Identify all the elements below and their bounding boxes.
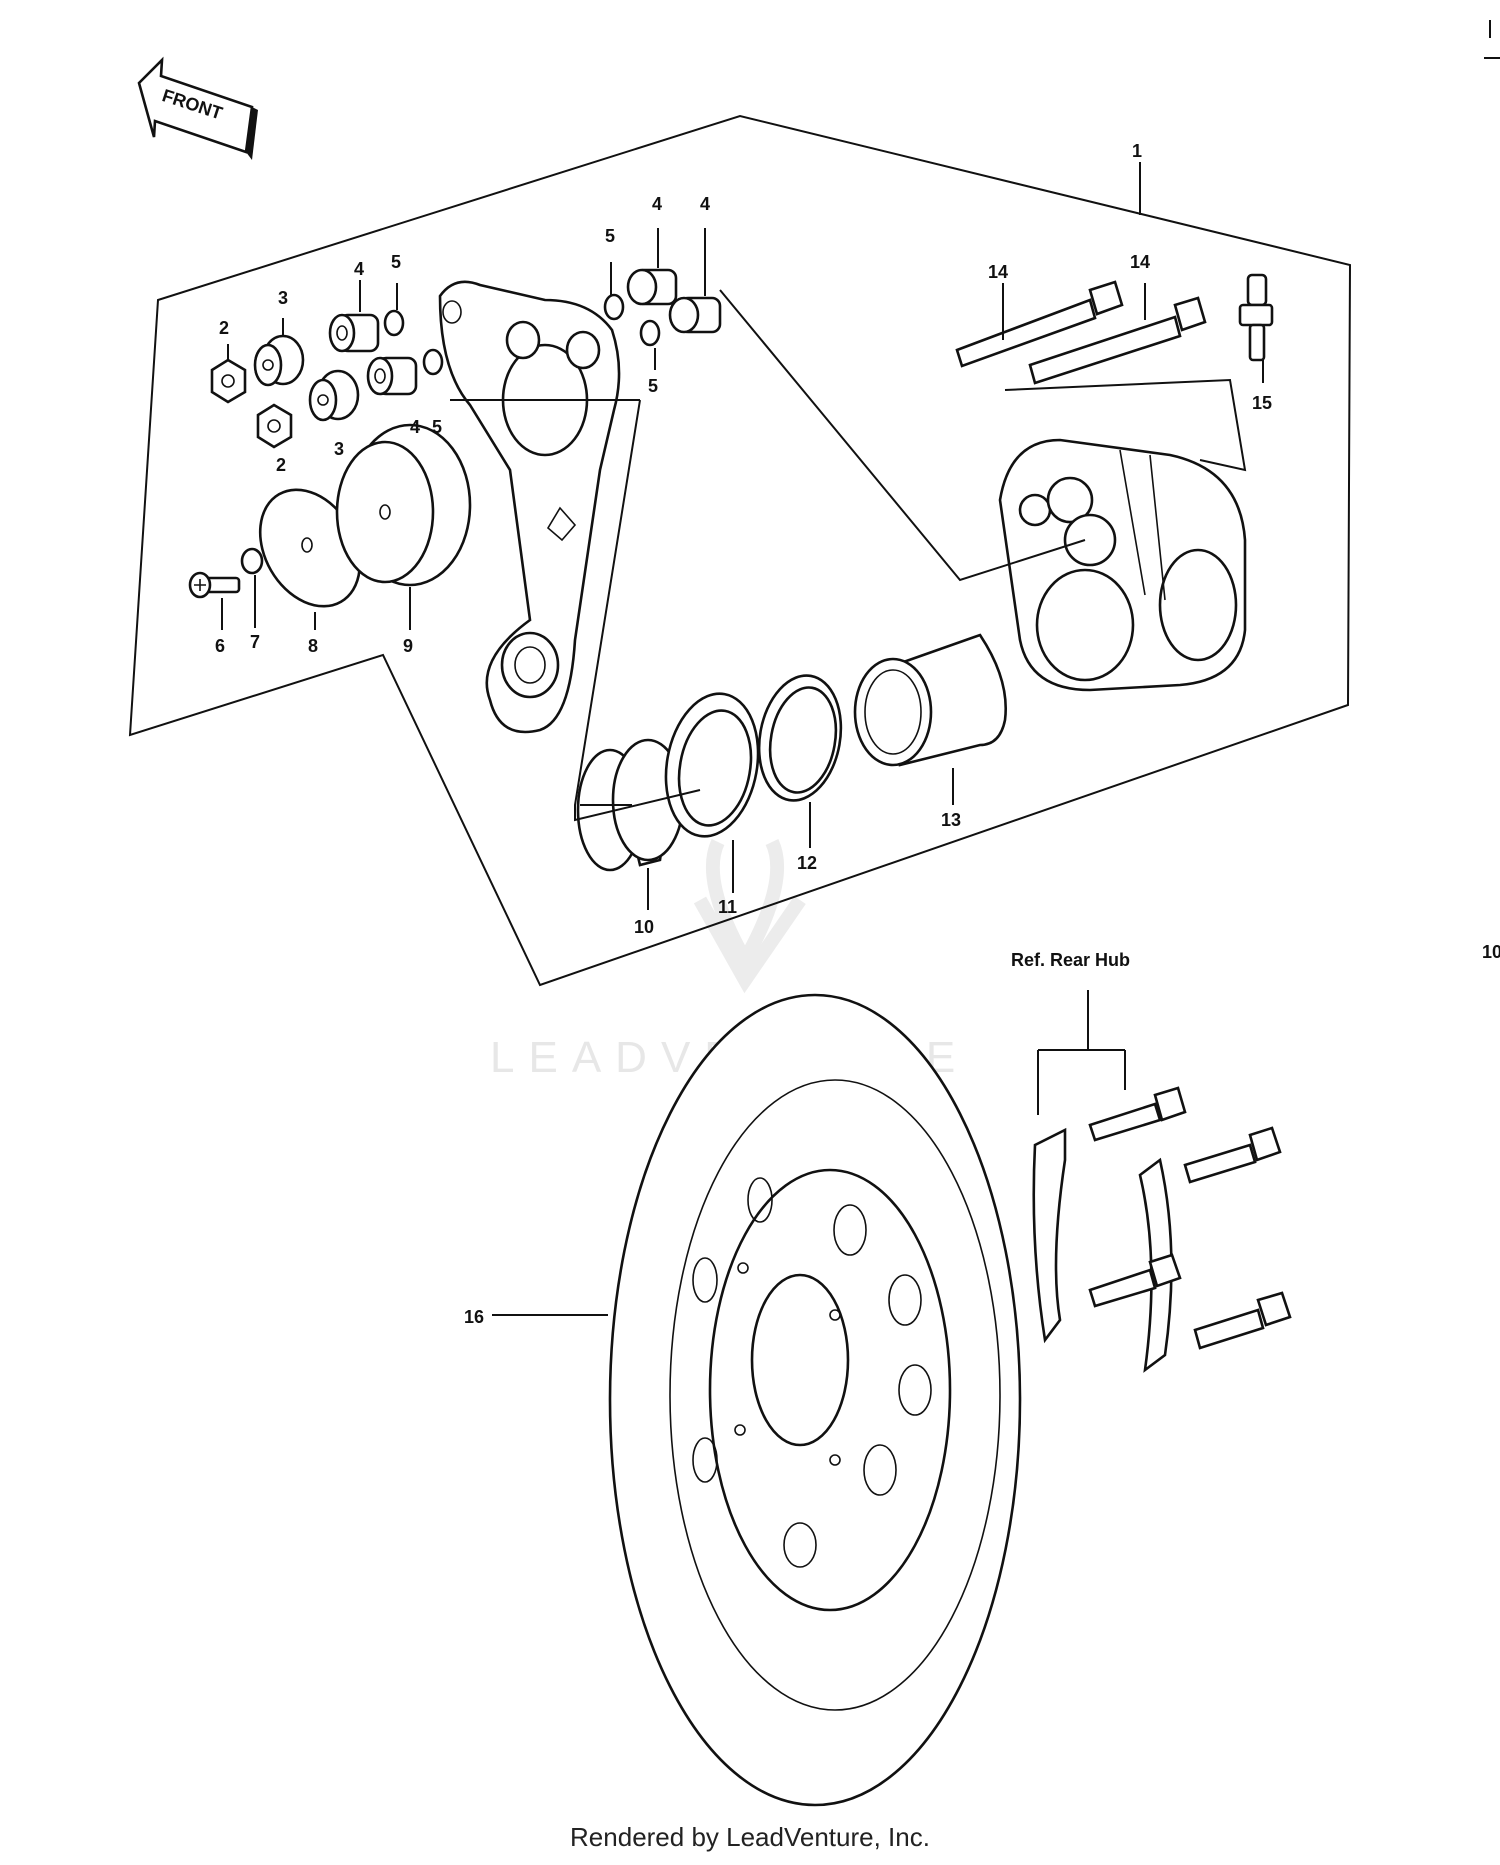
edge-mark xyxy=(1484,20,1500,59)
callout-9: 9 xyxy=(403,636,413,656)
lock-washer-7 xyxy=(240,547,264,575)
nut-2-upper xyxy=(210,358,247,404)
bushing-4-lower-right xyxy=(668,296,722,334)
bolt-14-upper xyxy=(955,280,1124,368)
callout-13: 13 xyxy=(941,810,961,830)
callout-3-upper: 3 xyxy=(278,288,288,308)
rear-hub-hardware xyxy=(1032,1086,1292,1373)
caliper-body xyxy=(998,438,1247,692)
callout-6: 6 xyxy=(215,636,225,656)
callout-2-upper: 2 xyxy=(219,318,229,338)
dust-cover-9 xyxy=(335,423,472,587)
callout-5-c: 5 xyxy=(605,226,615,246)
washer-5-upper-left xyxy=(383,309,405,337)
assembly-outline xyxy=(128,114,1352,987)
callout-3-lower: 3 xyxy=(334,439,344,459)
bushing-4-lower-left xyxy=(366,356,418,396)
leader-lines xyxy=(221,162,1264,1316)
caliper-bracket xyxy=(438,280,621,734)
callout-14-a: 14 xyxy=(988,262,1008,282)
callout-10: 10 xyxy=(634,917,654,937)
callout-11: 11 xyxy=(718,897,737,917)
bolt-14-lower xyxy=(1028,296,1207,385)
screw-6 xyxy=(188,571,241,599)
callout-4-d: 4 xyxy=(700,194,710,214)
callout-7: 7 xyxy=(250,632,260,652)
ref-rear-hub-label: Ref. Rear Hub xyxy=(1011,950,1130,970)
brake-disc-16 xyxy=(608,993,1022,1807)
washer-5-lower-right xyxy=(639,319,661,347)
bleeder-valve-15 xyxy=(1238,273,1274,362)
callout-15: 15 xyxy=(1252,393,1272,413)
callout-14-b: 14 xyxy=(1130,252,1150,272)
callout-12: 12 xyxy=(797,853,817,873)
washer-5-upper-right xyxy=(603,293,625,321)
callouts: 1 2 2 3 3 4 4 4 4 5 5 5 5 6 7 8 9 10 11 … xyxy=(215,141,1500,1327)
front-arrow-icon: FRONT xyxy=(137,56,258,160)
bushing-4-upper-left xyxy=(328,313,380,353)
callout-2-lower: 2 xyxy=(276,455,286,475)
seal-12 xyxy=(757,674,843,802)
seal-11 xyxy=(664,692,760,838)
washer-5-lower-left xyxy=(422,348,444,376)
callout-5-b: 5 xyxy=(432,417,442,437)
callout-4-a: 4 xyxy=(354,259,364,279)
page-marker: 10 xyxy=(1482,942,1500,962)
callout-16: 16 xyxy=(464,1307,484,1327)
callout-4-c: 4 xyxy=(652,194,662,214)
callout-5-d: 5 xyxy=(648,376,658,396)
footer-credit: Rendered by LeadVenture, Inc. xyxy=(570,1822,930,1852)
callout-4-b: 4 xyxy=(410,417,420,437)
spacer-3-upper xyxy=(253,334,305,387)
callout-5-a: 5 xyxy=(391,252,401,272)
nut-2-lower xyxy=(256,403,293,449)
callout-1: 1 xyxy=(1132,141,1142,161)
bushing-4-upper-right xyxy=(626,268,678,306)
spacer-3-lower xyxy=(308,369,360,422)
callout-8: 8 xyxy=(308,636,318,656)
piston-13 xyxy=(853,633,1007,767)
